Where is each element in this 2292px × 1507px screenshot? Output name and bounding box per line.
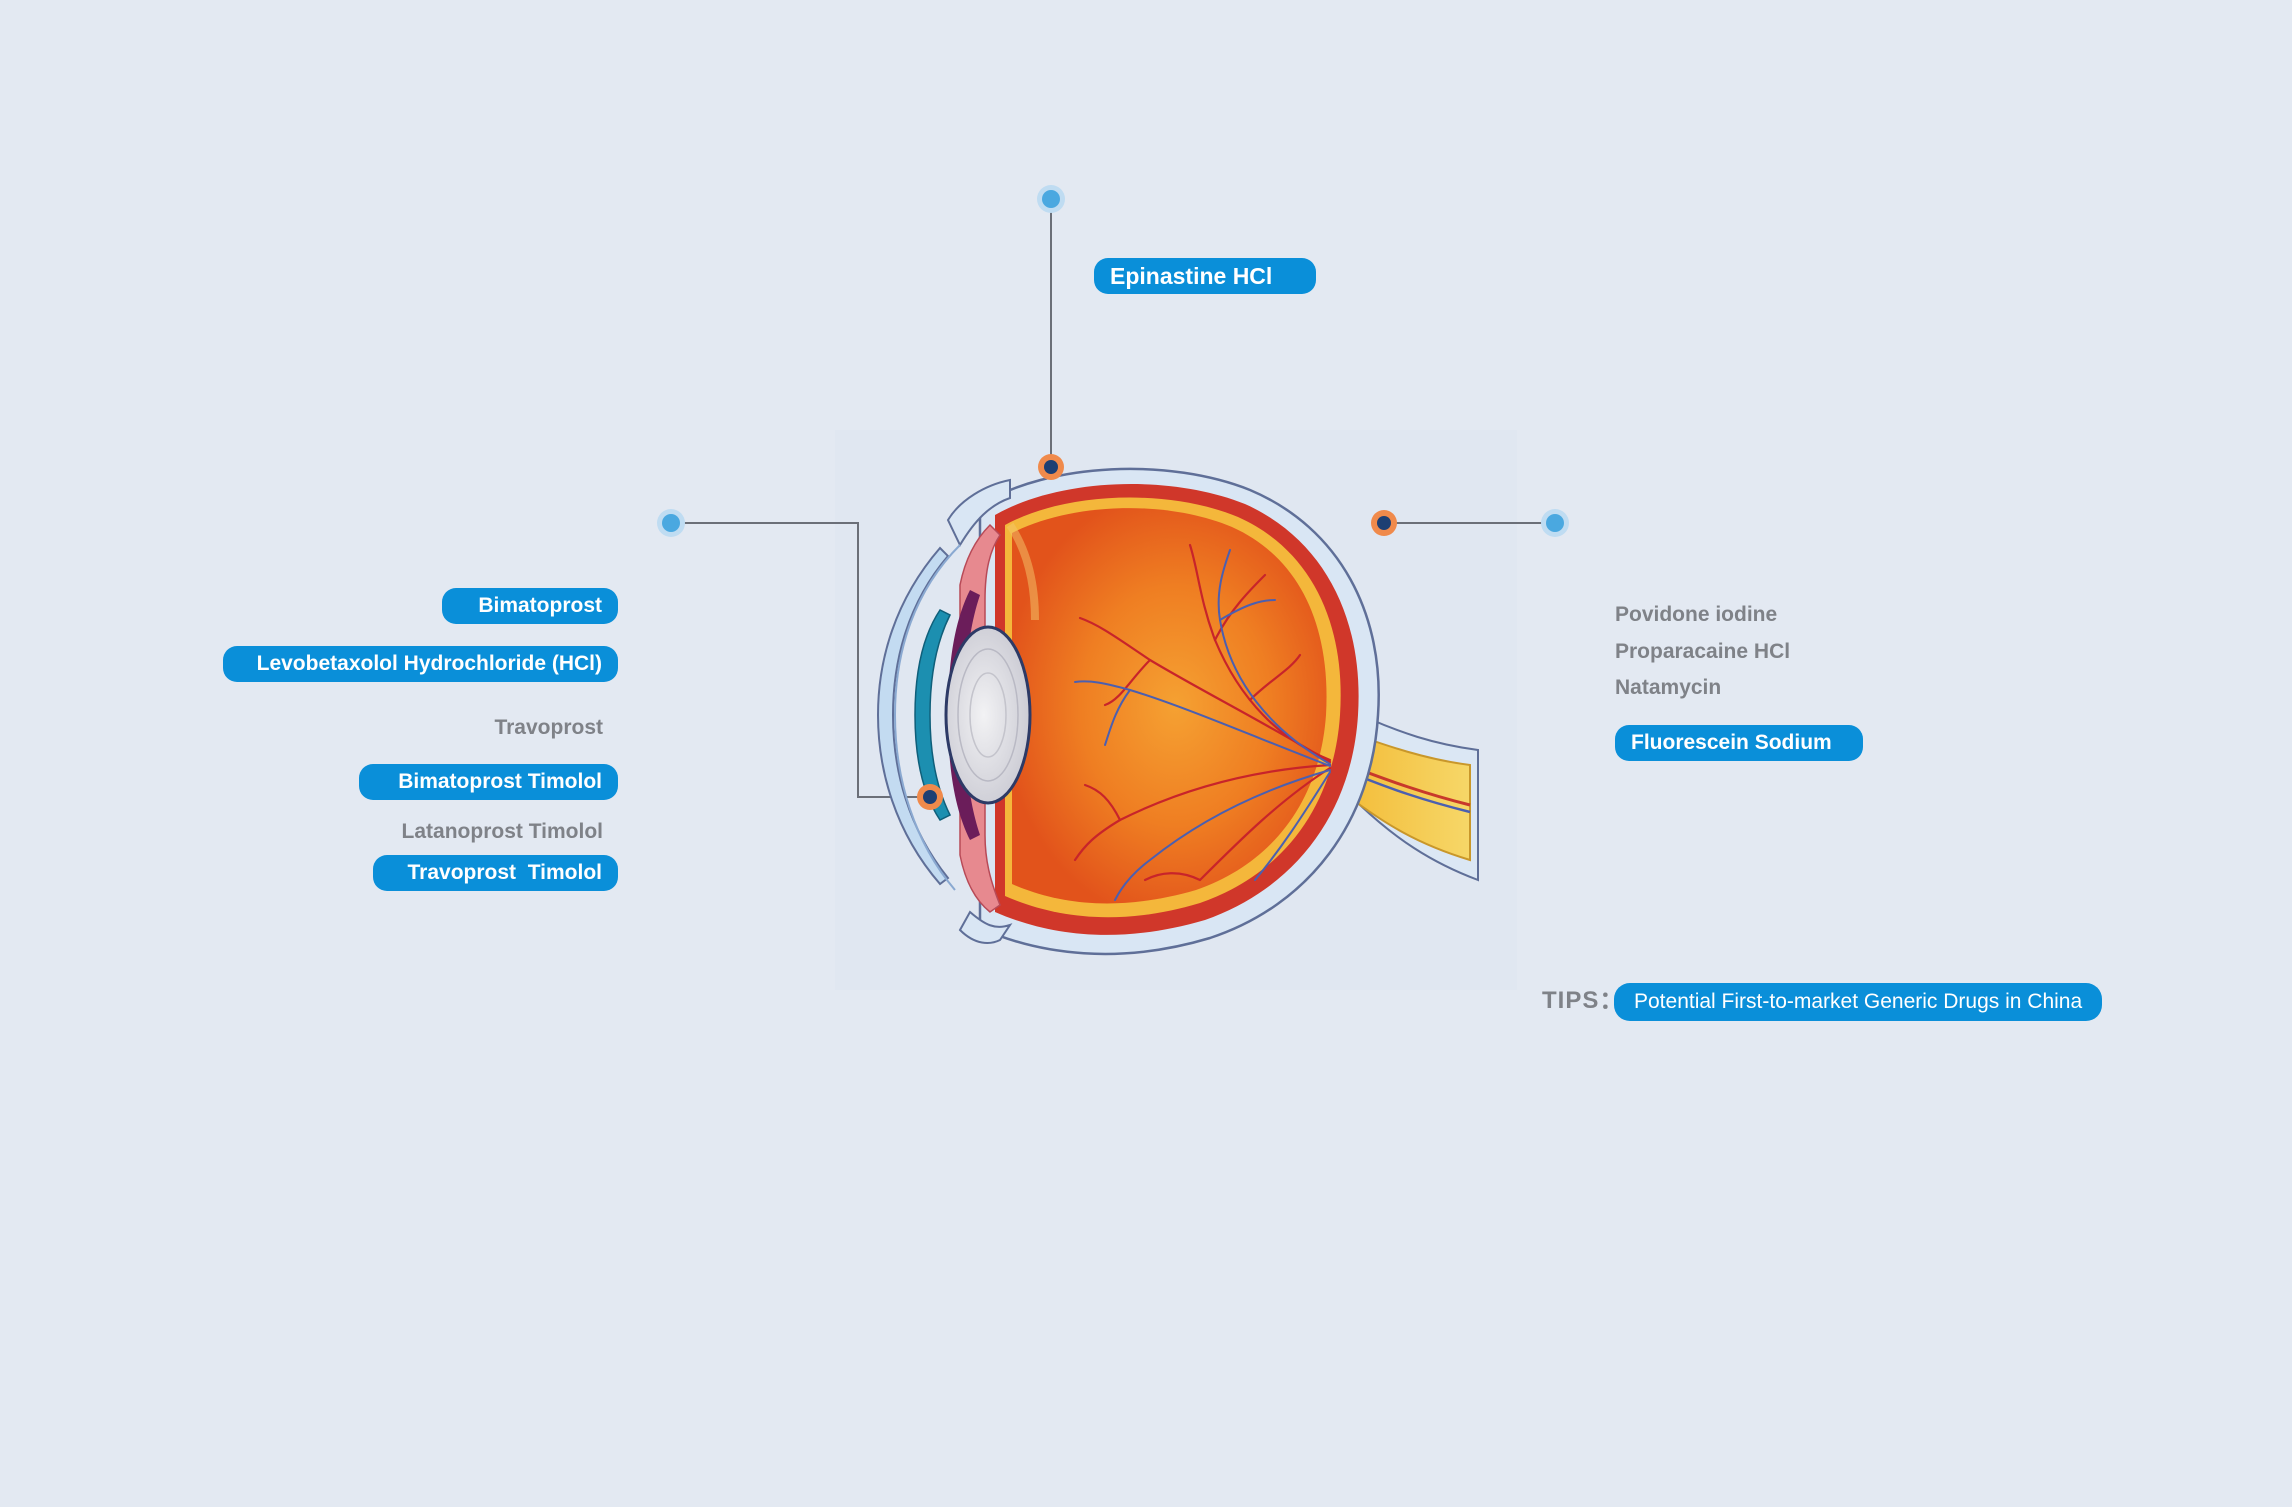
- lens: [944, 625, 1032, 805]
- marker-top-blue: [1037, 185, 1065, 213]
- label-travoprost: Travoprost: [494, 716, 603, 739]
- retinal-vessels: [1073, 543, 1332, 901]
- label-bimatoprost: Bimatoprost: [442, 588, 618, 624]
- marker-right-orange: [1371, 510, 1397, 536]
- label-levobetaxolol-hcl: Levobetaxolol Hydrochloride (HCl): [223, 646, 618, 682]
- anterior-segment: [876, 478, 1039, 944]
- marker-left-orange: [917, 784, 943, 810]
- sclera: [978, 467, 1380, 956]
- label-povidone-iodine: Povidone iodine: [1615, 603, 1778, 626]
- markers: [657, 185, 1569, 810]
- marker-right-blue: [1541, 509, 1569, 537]
- label-epinastine-hcl: Epinastine HCl: [1094, 258, 1316, 294]
- label-proparacaine-hcl: Proparacaine HCl: [1615, 640, 1791, 663]
- marker-left-blue: [657, 509, 685, 537]
- label-natamycin: Natamycin: [1615, 676, 1722, 699]
- label-travoprost-timolol: Travoprost Timolol: [373, 855, 618, 891]
- tips-legend-pill: Potential First-to-market Generic Drugs …: [1614, 983, 2103, 1021]
- tips-label: TIPS：: [1542, 987, 1625, 1014]
- marker-top-orange: [1038, 454, 1064, 480]
- label-latanoprost-timolol: Latanoprost Timolol: [401, 820, 603, 843]
- label-fluorescein-sodium: Fluorescein Sodium: [1615, 725, 1863, 761]
- label-bimatoprost-timolol: Bimatoprost Timolol: [359, 764, 618, 800]
